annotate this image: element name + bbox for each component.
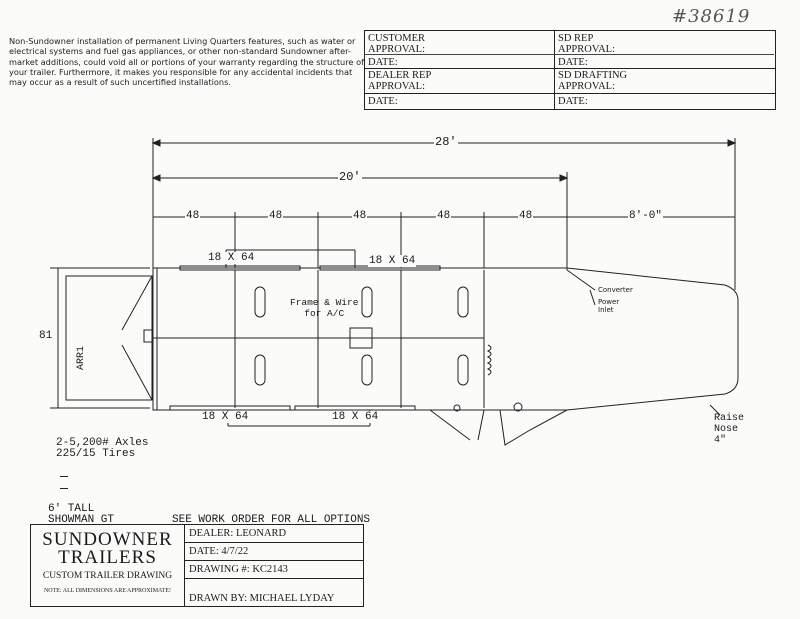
- approval-frame: [364, 30, 776, 110]
- dimension-segment-3: 48: [352, 210, 368, 222]
- dimension-segment-4: 48: [436, 210, 452, 222]
- date-field: DATE: 4/7/22: [185, 543, 363, 561]
- floor-vent: [254, 354, 266, 386]
- converter-label: Converter: [598, 286, 633, 294]
- window-label-bottom-right: 18 X 64: [331, 411, 380, 423]
- blank-line: [60, 488, 68, 489]
- disclaimer-text: Non-Sundowner installation of permanent …: [9, 36, 364, 88]
- company-name-line1: SUNDOWNER: [42, 529, 173, 550]
- customer-date-label: DATE:: [368, 57, 398, 68]
- approval-divider-h: [364, 68, 775, 69]
- window-top-left: [179, 265, 301, 271]
- power-inlet-leader: [589, 289, 596, 306]
- sd-rep-date-label: DATE:: [558, 57, 588, 68]
- trailer-body-outline: [152, 267, 739, 411]
- approval-underline: [364, 54, 554, 55]
- window-label-top-right: 18 X 64: [368, 255, 417, 267]
- power-inlet-label: Power Inlet: [598, 298, 620, 314]
- sd-drafting-date-label: DATE:: [558, 96, 588, 107]
- approval-divider-h2: [364, 93, 775, 94]
- light: [513, 402, 523, 412]
- title-block-company: SUNDOWNER TRAILERS CUSTOM TRAILER DRAWIN…: [31, 525, 185, 606]
- floor-vent: [457, 286, 469, 318]
- frame-wire-ac-label: Frame & Wire for A/C: [290, 297, 359, 319]
- document-number: #38619: [672, 6, 751, 27]
- sd-drafting-approval-label: SD DRAFTING APPROVAL:: [558, 70, 628, 92]
- window-label-bottom-left: 18 X 64: [201, 411, 250, 423]
- tack-door: [499, 409, 568, 446]
- dimension-body: 20': [338, 170, 362, 184]
- sd-rep-approval-label: SD REP APPROVAL:: [558, 33, 615, 55]
- title-block: SUNDOWNER TRAILERS CUSTOM TRAILER DRAWIN…: [30, 524, 364, 607]
- dimension-note: NOTE: ALL DIMENSIONS ARE APPROXIMATE!: [43, 588, 172, 594]
- window-bottom-right: [294, 405, 416, 411]
- ramp-door-line: [121, 344, 153, 401]
- height-label: 6' TALL: [48, 503, 95, 515]
- dimension-width: 81: [38, 330, 54, 342]
- axles-label: 2-5,200# Axles: [56, 437, 149, 449]
- arrow: [151, 174, 161, 182]
- customer-approval-label: CUSTOMER APPROVAL:: [368, 33, 425, 55]
- arrow: [727, 139, 737, 147]
- approval-divider-v: [554, 30, 555, 109]
- side-door: [429, 409, 485, 441]
- drawn-by-field: DRAWN BY: MICHAEL LYDAY: [189, 593, 335, 604]
- saddle-rack: [486, 344, 492, 376]
- company-name-line2: TRAILERS: [58, 547, 157, 568]
- floor-vent: [361, 286, 373, 318]
- window-label-top-left: 18 X 64: [207, 252, 256, 264]
- dimension-segment-5: 48: [518, 210, 534, 222]
- arrow: [559, 174, 569, 182]
- light: [453, 404, 461, 412]
- work-order-note: SEE WORK ORDER FOR ALL OPTIONS: [172, 514, 371, 526]
- ramp-label: ARR1: [76, 345, 87, 370]
- raise-nose-leader: [709, 404, 721, 416]
- floor-vent: [254, 286, 266, 318]
- dealer-date-label: DATE:: [368, 96, 398, 107]
- dimension-nose: 8'-0": [628, 210, 664, 222]
- window-bottom-left: [169, 405, 291, 411]
- tires-label: 225/15 Tires: [56, 448, 136, 460]
- converter-leader: [566, 269, 596, 291]
- floor-vent: [457, 354, 469, 386]
- drawing-number-field: DRAWING #: KC2143: [185, 561, 363, 579]
- dimension-segment-2: 48: [268, 210, 284, 222]
- arrow: [151, 139, 161, 147]
- dealer-field: DEALER: LEONARD: [185, 525, 363, 543]
- blank-line: [60, 476, 68, 477]
- ac-frame: [349, 327, 373, 349]
- dimension-segment-1: 48: [185, 210, 201, 222]
- raise-nose-label: Raise Nose 4": [714, 413, 745, 446]
- rear-ramp: [65, 275, 153, 401]
- ramp-door-line: [121, 275, 153, 331]
- ramp-hinge: [143, 329, 153, 343]
- floor-vent: [361, 354, 373, 386]
- drawing-type: CUSTOM TRAILER DRAWING: [42, 571, 173, 581]
- model-label: SHOWMAN GT: [48, 514, 115, 526]
- dimension-overall: 28': [434, 135, 458, 149]
- dealer-rep-approval-label: DEALER REP APPROVAL:: [368, 70, 432, 92]
- approval-underline: [554, 54, 774, 55]
